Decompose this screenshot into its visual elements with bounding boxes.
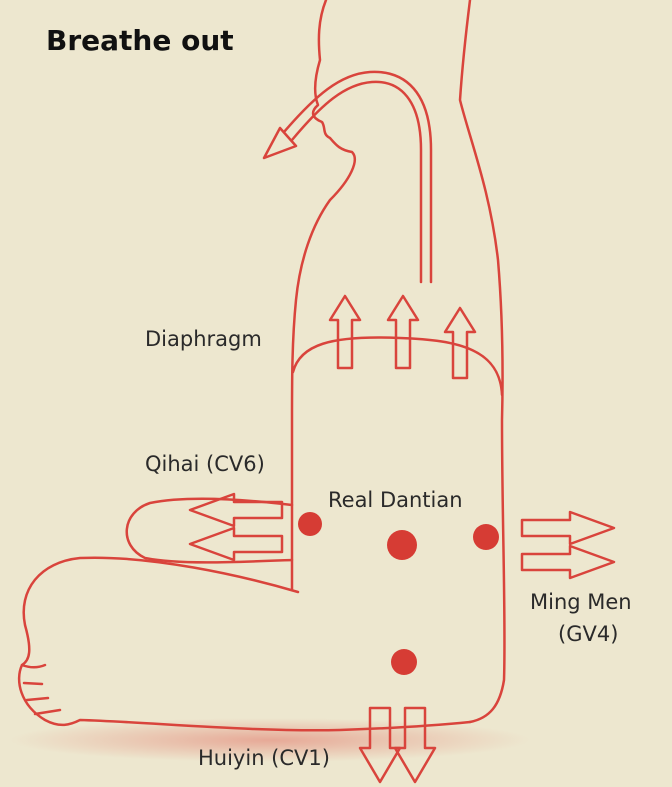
toes [20, 663, 62, 716]
ming-men-point [473, 524, 499, 550]
seat-shadow [10, 718, 530, 762]
diaphragm-line [291, 336, 504, 397]
real-dantian-label: Real Dantian [328, 488, 463, 512]
qihai-label: Qihai (CV6) [145, 452, 265, 476]
ming-men-label: Ming Men [530, 590, 632, 614]
up-arrow-3 [443, 306, 477, 380]
exhale-arrow [282, 70, 433, 284]
figure-front-outline [290, 0, 356, 592]
left-arrow-2 [188, 526, 284, 562]
exhale-arrow-head [262, 126, 298, 160]
down-arrow-1 [358, 706, 402, 784]
right-arrow-2 [520, 544, 616, 580]
huiyin-label: Huiyin (CV1) [198, 746, 330, 770]
real-dantian-point [387, 530, 417, 560]
up-arrow-1 [328, 294, 362, 370]
qihai-point [298, 512, 322, 536]
right-arrow-1 [520, 510, 616, 546]
page-title: Breathe out [46, 24, 234, 57]
left-arrow-1 [188, 492, 284, 528]
up-arrow-2 [386, 294, 420, 370]
figure-back-outline [458, 0, 506, 724]
huiyin-point [391, 649, 417, 675]
down-arrow-2 [393, 706, 437, 784]
leg-outline [17, 556, 472, 732]
diaphragm-label: Diaphragm [145, 327, 262, 351]
ming-men-code-label: (GV4) [558, 622, 619, 646]
